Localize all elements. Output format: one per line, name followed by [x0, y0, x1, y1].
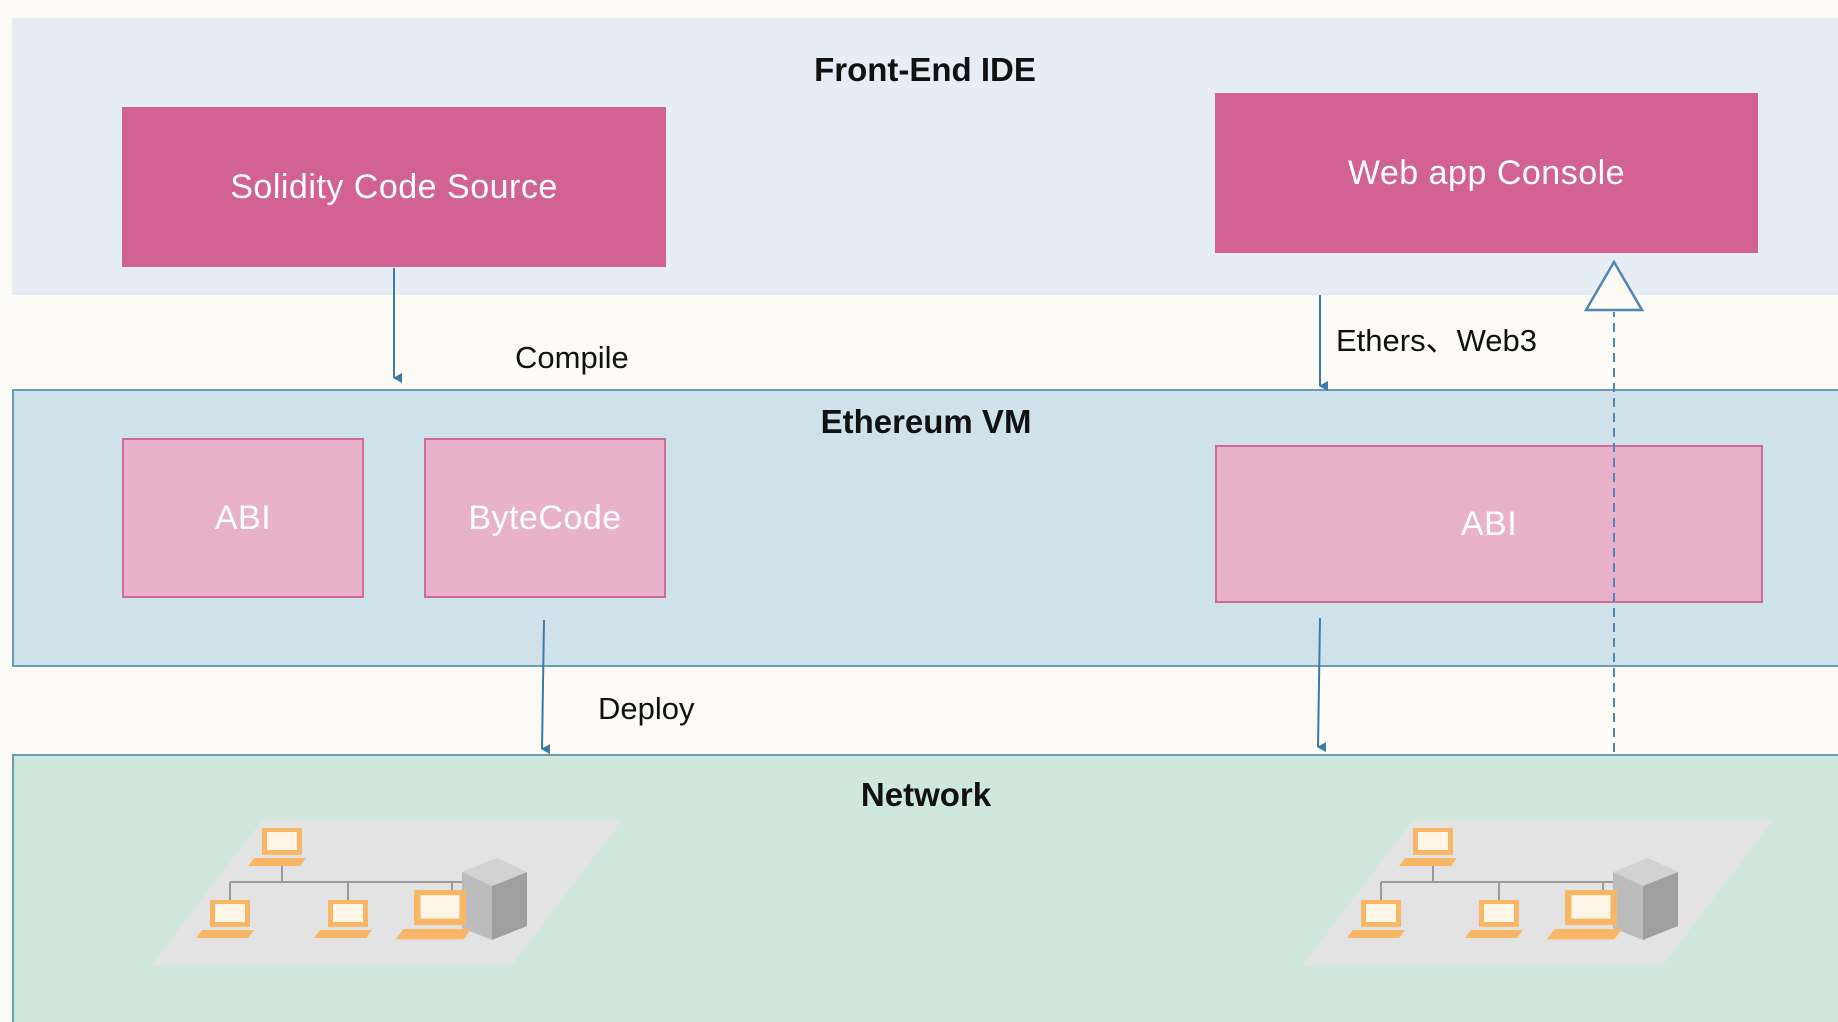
bytecode-box: ByteCode	[424, 438, 666, 598]
ethers-web3-label: Ethers、Web3	[1336, 323, 1538, 358]
abi-left-box: ABI	[122, 438, 364, 598]
abi-left-label: ABI	[214, 498, 272, 537]
abi-right-label: ABI	[1460, 504, 1518, 543]
ethereum-vm-title: Ethereum VM	[820, 403, 1032, 440]
web-app-console-label: Web app Console	[1347, 153, 1626, 192]
deploy-label: Deploy	[598, 691, 695, 726]
web-app-console-box: Web app Console	[1215, 93, 1758, 253]
abi-right-box: ABI	[1215, 445, 1763, 603]
frontend-ide-title: Front-End IDE	[814, 51, 1036, 88]
network-layer: Network	[12, 754, 1838, 1022]
solidity-code-source-label: Solidity Code Source	[230, 167, 558, 206]
bytecode-label: ByteCode	[468, 498, 622, 537]
solidity-code-source-box: Solidity Code Source	[122, 107, 666, 267]
compile-label: Compile	[515, 340, 629, 375]
network-title: Network	[860, 776, 992, 813]
